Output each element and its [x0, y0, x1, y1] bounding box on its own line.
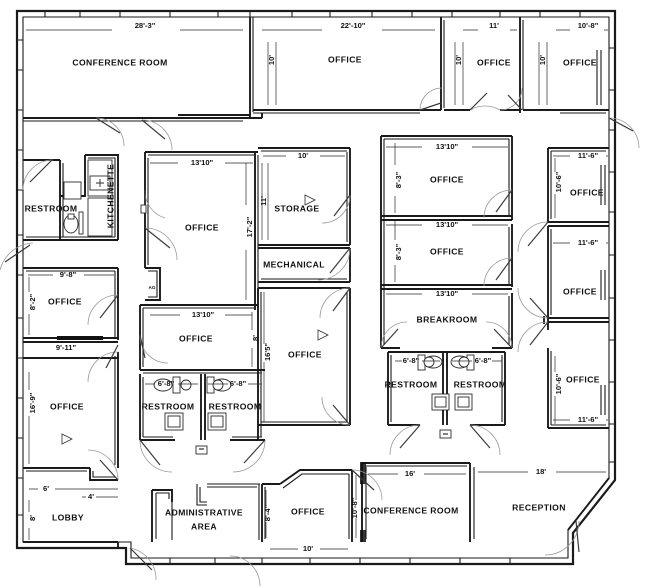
doors-restroom-kitchenette[interactable]: [0, 159, 54, 271]
dimension-dim-restroom-midcol-r: 6'-8": [475, 356, 492, 365]
storage-mechanical-block: [257, 147, 351, 440]
dimension-leaders: [26, 29, 608, 550]
room-label-restroom-mid-right: RESTROOM: [209, 401, 262, 411]
room-label-office-right-2: OFFICE: [563, 286, 597, 296]
restroom-fixtures-mid-column: [417, 354, 475, 411]
dimension-dim-office-c-16-5: 16'5": [263, 343, 272, 361]
room-label-conference-room-top: CONFERENCE ROOM: [72, 57, 167, 67]
dimension-dim-office-mid1-h: 8'-3": [394, 171, 403, 188]
dimension-dim-office-top1-height: 10': [267, 55, 276, 65]
dimension-dim-column-17-2: 17'-2": [245, 216, 254, 237]
dimension-dim-office-right1-h: 10'-6": [554, 171, 563, 192]
dimension-dim-office-l13-10: 13'10": [192, 310, 215, 319]
room-label-office-bottom: OFFICE: [291, 506, 325, 516]
dimension-dim-breakroom-w: 13'10": [436, 289, 459, 298]
right-column-offices: [543, 147, 609, 429]
doors-right-column[interactable]: [517, 221, 549, 353]
dimension-dim-office-left-9-8: 9'-8": [60, 270, 77, 279]
dimension-dim-office-right1-w: 11'-6": [578, 151, 599, 160]
dimension-dim-lobby-4: 4': [88, 492, 94, 501]
room-label-lobby: LOBBY: [52, 512, 84, 522]
dimension-dim-office-top3-width: 10'-8": [578, 21, 599, 30]
left-column-offices: [23, 267, 119, 548]
dimension-dim-lobby-8: 8': [28, 515, 37, 521]
room-label-restroom-mid-col-right: RESTROOM: [454, 379, 507, 389]
dimension-dim-office-mid2-w: 13'10": [436, 220, 459, 229]
room-label-reception: RECEPTION: [512, 502, 566, 512]
dimension-dim-restroom-mid-r: 6'-8": [230, 379, 247, 388]
room-label-office-center-lower: OFFICE: [288, 349, 322, 359]
dimension-dim-conf-bottom-h: 10'-8": [350, 497, 359, 518]
room-label-office-left-upper: OFFICE: [185, 222, 219, 232]
dimension-dim-storage-h: 11': [259, 196, 268, 206]
dimension-dim-office-bottom-w: 10': [303, 544, 313, 553]
room-label-office-mid-1: OFFICE: [430, 174, 464, 184]
room-label-office-right-1: OFFICE: [570, 187, 604, 197]
dimension-dim-office-right4-w: 11'-6": [578, 415, 599, 424]
restroom-kitchenette-block: [23, 154, 119, 241]
dimension-dim-office-top1-width: 22'-10": [341, 21, 366, 30]
doors-center-left-lower[interactable]: [139, 334, 266, 473]
dimension-dim-restroom-midcol-l: 6'-8": [403, 356, 420, 365]
dimension-label-group: 28'-3" 22'-10" 10' 11' 10' 10'-8" 10' 13'10" 10'…: [28, 21, 599, 553]
dimension-dim-office-left-8-2: 8'-2": [28, 293, 37, 310]
dimension-dim-storage-w: 10': [298, 151, 308, 160]
room-label-group: CONFERENCE ROOM OFFICE OFFICE OFFICE RESTROO…: [25, 54, 604, 531]
dimension-dim-office-top2-height: 10': [454, 55, 463, 65]
center-left-lower-block: [139, 304, 265, 455]
room-label-office-top-1: OFFICE: [328, 54, 362, 64]
room-label-office-left-13-10: OFFICE: [179, 333, 213, 343]
exterior-window-marks: [17, 11, 615, 564]
dimension-dim-office-top2-width: 11': [489, 21, 499, 30]
room-label-restroom-mid-left: RESTROOM: [142, 401, 195, 411]
dimension-dim-office-left-9-11: 9'-11": [56, 343, 77, 352]
room-label-office-mid-2: OFFICE: [430, 246, 464, 256]
dimension-dim-office-right3-h: 10'-6": [554, 373, 563, 394]
doors-office-left-upper[interactable]: [140, 189, 178, 261]
restroom-fixtures-upper-left: [63, 181, 84, 235]
room-label-conference-room-bottom: CONFERENCE ROOM: [363, 505, 458, 515]
dimension-dim-restroom-mid-l: 6'-8": [158, 379, 175, 388]
room-label-office-left-9-8: OFFICE: [48, 296, 82, 306]
doors-left-column[interactable]: [87, 294, 157, 581]
dimension-dim-office-mid2-h: 8'-3": [394, 243, 403, 260]
room-label-administrative-area-l2: AREA: [191, 521, 217, 531]
dimension-dim-conference-top: 28'-3": [135, 21, 156, 30]
dimension-dim-office-bottom-h: 8'-4": [263, 504, 272, 521]
office-left-direction-arrow: [61, 433, 73, 445]
dimension-dim-office-top3-height: 10': [538, 55, 547, 65]
dimension-dim-office-left-upper-w: 13'10": [191, 158, 214, 167]
middle-column-block: [380, 135, 513, 439]
room-label-administrative-area-l1: ADMINISTRATIVE: [165, 507, 243, 517]
restroom-fixtures-mid: [153, 376, 232, 431]
dimension-dim-office-left-16-9: 16'-9": [28, 392, 37, 413]
dimension-dim-office-l-8: 8': [251, 335, 260, 341]
room-label-storage: STORAGE: [274, 203, 319, 213]
doors-middle-column[interactable]: [380, 189, 513, 456]
storage-direction-arrow: [304, 194, 316, 206]
bottom-band-walls: [151, 462, 610, 542]
doors-storage-mechanical[interactable]: [317, 194, 351, 426]
room-label-restroom-mid-col-left: RESTROOM: [385, 379, 438, 389]
room-label-kitchenette: KITCHENETTE: [105, 164, 115, 229]
doors-top-band[interactable]: [95, 87, 640, 151]
room-label-office-right-3: OFFICE: [566, 374, 600, 384]
doors-bottom-band[interactable]: [229, 469, 580, 587]
room-label-office-top-3: OFFICE: [563, 57, 597, 67]
dimension-dim-lobby-6: 6': [43, 484, 49, 493]
dimension-dim-office-right2-w: 11'-6": [578, 238, 599, 247]
dimension-dim-conf-bottom-w: 16': [405, 469, 415, 478]
room-label-office-left-16-9: OFFICE: [50, 401, 84, 411]
room-label-breakroom: BREAKROOM: [417, 314, 478, 324]
top-band-walls: [23, 17, 609, 122]
room-label-alcove-ag: AG: [149, 285, 156, 290]
room-label-restroom-upper-left: RESTROOM: [25, 203, 78, 213]
dimension-dim-reception-w: 18': [536, 467, 546, 476]
dimension-dim-office-mid1-w: 13'10": [436, 142, 459, 151]
room-label-office-top-2: OFFICE: [477, 57, 511, 67]
room-label-mechanical: MECHANICAL: [263, 259, 325, 269]
office-center-direction-arrow: [317, 329, 329, 341]
